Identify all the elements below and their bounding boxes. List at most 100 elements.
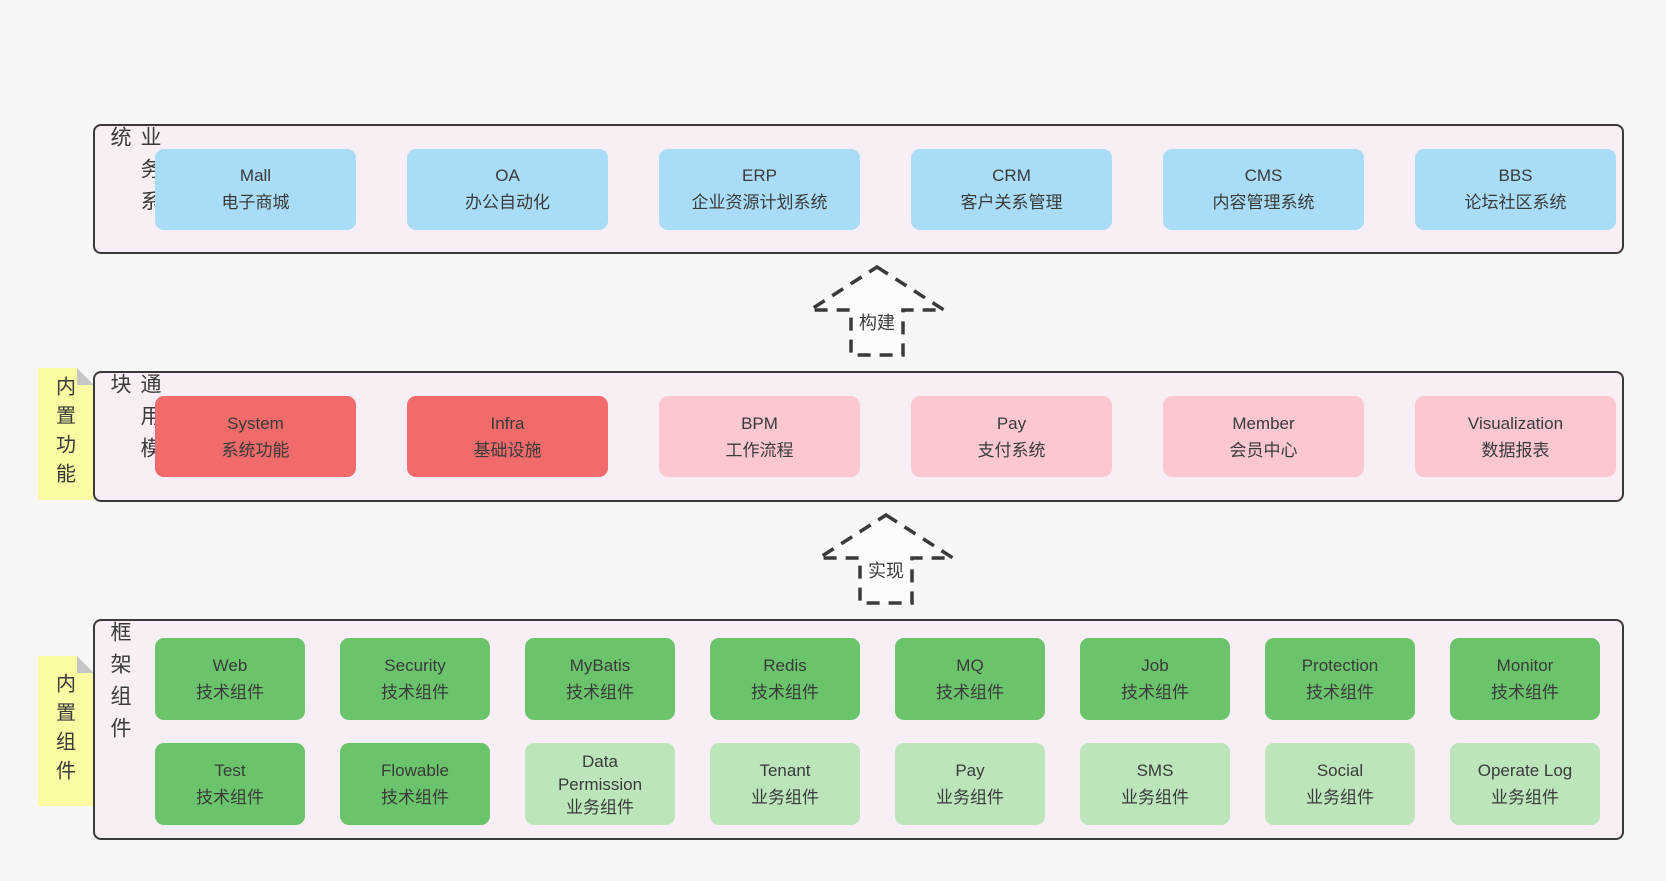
box-subtitle: 数据报表	[1481, 440, 1550, 460]
box-subtitle: 技术组件	[381, 683, 449, 702]
framework-row-1: Web 技术组件 Security 技术组件 MyBatis 技术组件 Redi…	[155, 638, 1600, 720]
box-member: Member 会员中心	[1163, 396, 1364, 477]
box-title: ERP	[742, 166, 777, 185]
box-subtitle: 业务组件	[1121, 788, 1189, 807]
box-title: Job	[1141, 656, 1169, 675]
box-subtitle: 技术组件	[196, 788, 264, 807]
box-title: Infra	[490, 413, 525, 433]
box-title: SMS	[1136, 761, 1174, 780]
box-subtitle: 技术组件	[566, 683, 634, 702]
box-title: System	[227, 413, 284, 433]
box-subtitle: 会员中心	[1229, 440, 1298, 460]
band-common-modules: 通用模块 System 系统功能 Infra 基础设施 BPM 工作流程 Pay…	[93, 371, 1624, 502]
box-title: CMS	[1244, 166, 1283, 185]
box-subtitle: 系统功能	[221, 440, 290, 460]
box-title: BBS	[1498, 166, 1533, 185]
box-mall: Mall 电子商城	[155, 148, 356, 230]
box-subtitle: 基础设施	[473, 440, 542, 460]
folded-corner-icon	[77, 656, 94, 673]
box-subtitle: 支付系统	[977, 440, 1046, 460]
band-framework-components: 框架组件 Web 技术组件 Security 技术组件 MyBatis 技术组件…	[93, 619, 1624, 840]
box-sms: SMS 业务组件	[1080, 743, 1230, 825]
box-subtitle: 技术组件	[381, 788, 449, 807]
arrow-build	[807, 264, 947, 358]
box-bpm: BPM 工作流程	[659, 396, 860, 477]
box-subtitle: 企业资源计划系统	[691, 193, 828, 212]
box-subtitle: 技术组件	[1491, 683, 1559, 702]
box-subtitle: 技术组件	[751, 683, 819, 702]
box-subtitle: 工作流程	[725, 440, 794, 460]
box-title: Pay	[996, 413, 1027, 433]
box-erp: ERP 企业资源计划系统	[659, 148, 860, 230]
box-system: System 系统功能	[155, 396, 356, 477]
box-title: Web	[212, 656, 248, 675]
box-web: Web 技术组件	[155, 638, 305, 720]
box-tenant: Tenant 业务组件	[710, 743, 860, 825]
box-subtitle: 电子商城	[221, 193, 290, 212]
box-title: Member	[1232, 413, 1295, 433]
box-title: Redis	[763, 656, 807, 675]
box-pay-biz: Pay 业务组件	[895, 743, 1045, 825]
box-subtitle: 内容管理系统	[1212, 193, 1315, 212]
box-pay: Pay 支付系统	[911, 396, 1112, 477]
box-title: BPM	[741, 413, 778, 433]
sticky-label: 内置组件	[52, 673, 75, 789]
band-business-systems: 业务系统 Mall 电子商城 OA 办公自动化 ERP 企业资源计划系统 CRM…	[93, 124, 1624, 254]
box-bbs: BBS 论坛社区系统	[1415, 148, 1616, 230]
box-title: Protection	[1301, 656, 1379, 675]
box-test: Test 技术组件	[155, 743, 305, 825]
box-subtitle: 客户关系管理	[960, 193, 1063, 212]
box-subtitle: 业务组件	[1306, 788, 1374, 807]
box-subtitle: 技术组件	[1306, 683, 1374, 702]
box-data-permission: Data Permission 业务组件	[525, 743, 675, 825]
box-visualization: Visualization 数据报表	[1415, 396, 1616, 477]
box-title: OA	[495, 166, 520, 185]
box-security: Security 技术组件	[340, 638, 490, 720]
box-title: Monitor	[1496, 656, 1554, 675]
box-social: Social 业务组件	[1265, 743, 1415, 825]
box-subtitle: 技术组件	[1121, 683, 1189, 702]
box-title: Data Permission	[557, 751, 643, 794]
arrow-implement	[816, 512, 956, 606]
box-monitor: Monitor 技术组件	[1450, 638, 1600, 720]
common-module-boxes: System 系统功能 Infra 基础设施 BPM 工作流程 Pay 支付系统…	[155, 373, 1616, 500]
framework-row-2: Test 技术组件 Flowable 技术组件 Data Permission …	[155, 743, 1600, 825]
box-mybatis: MyBatis 技术组件	[525, 638, 675, 720]
box-title: Operate Log	[1477, 761, 1573, 780]
box-cms: CMS 内容管理系统	[1163, 148, 1364, 230]
box-flowable: Flowable 技术组件	[340, 743, 490, 825]
sticky-label: 内置功能	[52, 376, 75, 492]
box-title: Tenant	[759, 761, 811, 780]
box-title: Security	[384, 656, 446, 675]
box-oa: OA 办公自动化	[407, 148, 608, 230]
box-title: Mall	[239, 166, 272, 185]
box-operate-log: Operate Log 业务组件	[1450, 743, 1600, 825]
box-title: Visualization	[1467, 413, 1564, 433]
box-subtitle: 办公自动化	[465, 193, 550, 212]
box-job: Job 技术组件	[1080, 638, 1230, 720]
box-subtitle: 技术组件	[196, 683, 264, 702]
sticky-note-built-in-components: 内置组件	[38, 656, 94, 806]
box-subtitle: 业务组件	[1491, 788, 1559, 807]
box-title: MyBatis	[569, 656, 631, 675]
box-subtitle: 业务组件	[751, 788, 819, 807]
box-subtitle: 论坛社区系统	[1464, 193, 1567, 212]
box-title: MQ	[956, 656, 984, 675]
framework-component-rows: Web 技术组件 Security 技术组件 MyBatis 技术组件 Redi…	[155, 638, 1600, 825]
box-title: Flowable	[380, 761, 450, 780]
box-title: CRM	[992, 166, 1031, 185]
arrow-build-label: 构建	[857, 312, 897, 334]
band-label-framework-components: 框架组件	[108, 621, 131, 749]
box-title: Social	[1316, 761, 1364, 780]
box-redis: Redis 技术组件	[710, 638, 860, 720]
box-infra: Infra 基础设施	[407, 396, 608, 477]
business-system-boxes: Mall 电子商城 OA 办公自动化 ERP 企业资源计划系统 CRM 客户关系…	[155, 126, 1616, 252]
folded-corner-icon	[77, 368, 94, 385]
box-crm: CRM 客户关系管理	[911, 148, 1112, 230]
box-protection: Protection 技术组件	[1265, 638, 1415, 720]
box-mq: MQ 技术组件	[895, 638, 1045, 720]
dashed-up-arrow-icon	[807, 264, 947, 357]
dashed-up-arrow-icon	[816, 512, 956, 605]
arrow-implement-label: 实现	[866, 560, 906, 582]
box-title: Pay	[955, 761, 985, 780]
